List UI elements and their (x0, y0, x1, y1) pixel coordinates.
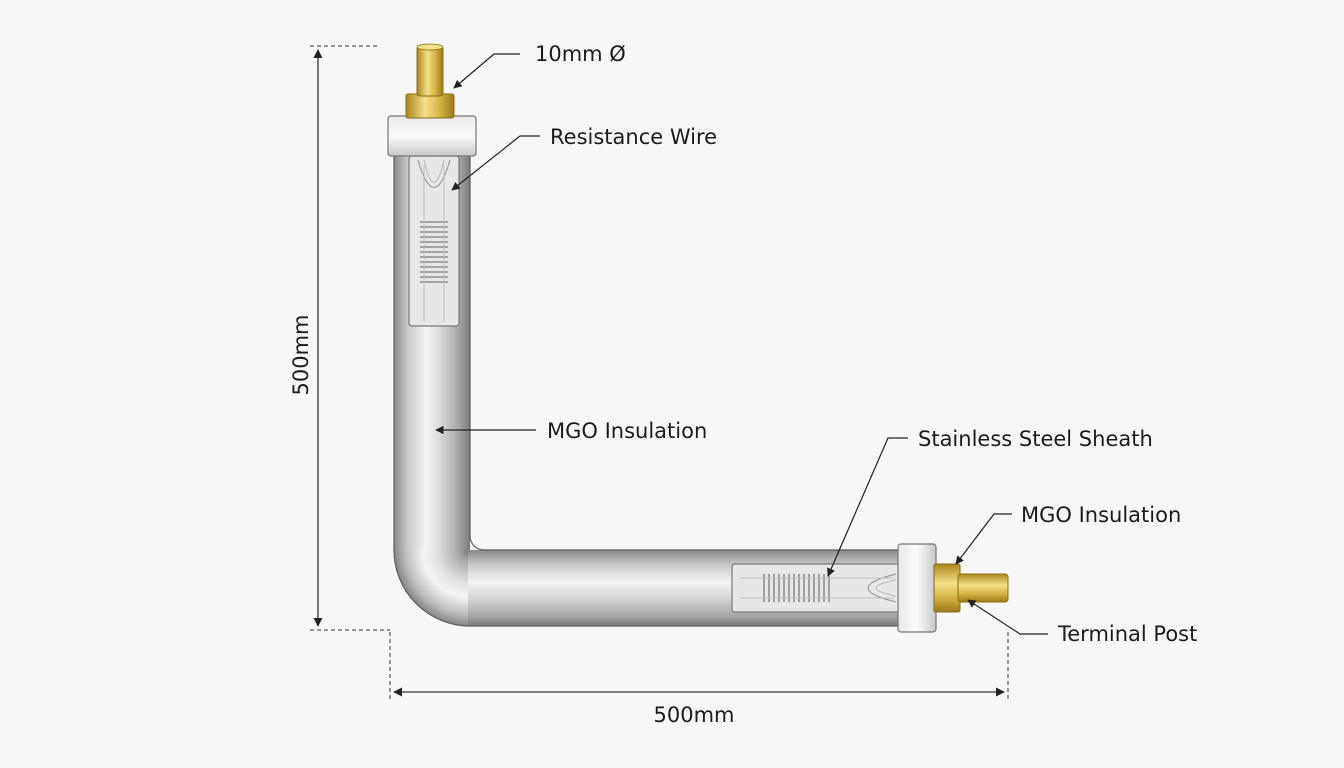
right-end-collar (897, 543, 937, 633)
stainless-steel-sheath-label: Stainless Steel Sheath (918, 427, 1153, 451)
resistance-coil-top (420, 221, 448, 283)
top-end-collar (387, 115, 477, 157)
right-terminal-post (933, 563, 1009, 613)
height-dimension-label: 500mm (289, 315, 313, 396)
width-dimension-label: 500mm (654, 703, 735, 727)
terminal-post-leader (967, 599, 1048, 635)
width-dimension (389, 632, 1009, 700)
resistance-wire-label: Resistance Wire (550, 125, 717, 149)
resistance-wire-leader (451, 135, 540, 191)
stainless-steel-sheath-leader (827, 437, 908, 577)
height-dimension (310, 45, 390, 631)
stainless-steel-sheath (393, 150, 904, 627)
mgo-insulation-horizontal-label: MGO Insulation (1021, 503, 1181, 527)
right-cutaway (731, 563, 901, 613)
top-terminal-post (405, 43, 455, 119)
top-cutaway (408, 155, 460, 327)
resistance-coil-right (763, 574, 830, 602)
terminal-post-label: Terminal Post (1057, 622, 1197, 646)
diameter-leader (453, 53, 520, 89)
mgo-insulation-horizontal-leader (955, 513, 1012, 565)
mgo-insulation-vertical-label: MGO Insulation (547, 419, 707, 443)
diameter-label: 10mm Ø (535, 42, 626, 66)
